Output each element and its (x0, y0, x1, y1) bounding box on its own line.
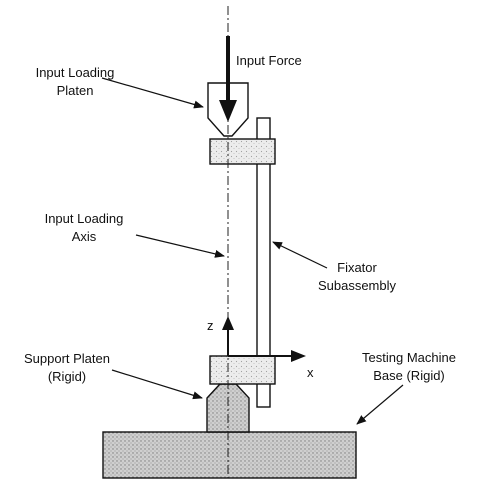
input-loading-axis-label-line1: Input Loading (45, 211, 124, 226)
input-loading-platen-label-line1: Input Loading (36, 65, 115, 80)
axis-leader-line (135, 234, 225, 258)
testing-machine-base-label-line2: Base (Rigid) (373, 368, 445, 383)
testing-machine-base (102, 431, 357, 479)
testing-machine-base-label-line1: Testing Machine (362, 350, 456, 365)
lower-clamp-block (209, 355, 276, 385)
support-platen-label-line2: (Rigid) (48, 369, 86, 384)
input-loading-platen-label-line2: Platen (57, 83, 94, 98)
x-axis-arrowhead (291, 350, 306, 362)
input-force-label: Input Force (236, 53, 302, 68)
input-loading-axis-label-line2: Axis (72, 229, 97, 244)
fixator-subassembly-label-line1: Fixator (337, 260, 377, 275)
support-platen (206, 383, 250, 433)
input-force-arrow-head (219, 100, 237, 122)
fixator-rod (256, 117, 271, 408)
x-axis-label: x (307, 365, 314, 380)
support-platen-label-line1: Support Platen (24, 351, 110, 366)
z-axis-label: z (207, 318, 214, 333)
z-axis-arrowhead (222, 316, 234, 330)
base-leader-line (356, 384, 404, 425)
upper-clamp-block (209, 138, 276, 165)
fixator-leader-line (272, 241, 328, 269)
platen-leader-line (101, 77, 204, 109)
fixator-subassembly-label-line2: Subassembly (318, 278, 397, 293)
support-platen-leader-line (111, 369, 203, 400)
